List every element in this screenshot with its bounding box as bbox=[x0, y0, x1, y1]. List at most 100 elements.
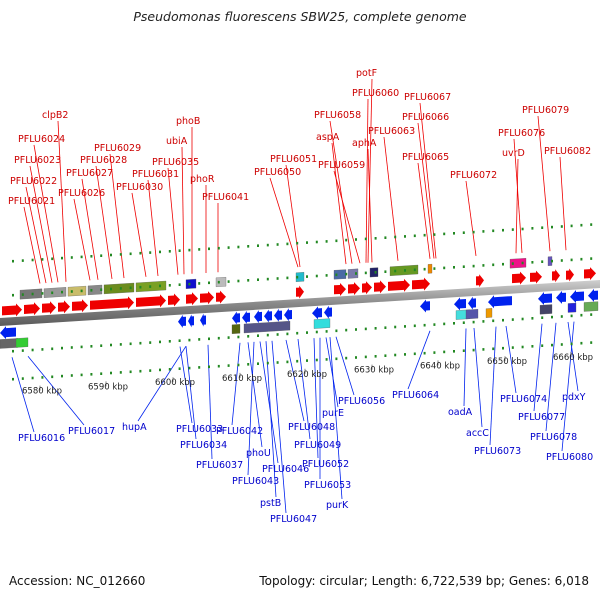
tick-top-outer bbox=[119, 253, 122, 256]
tick-top-inner bbox=[247, 279, 250, 282]
tick-top-inner bbox=[521, 261, 524, 265]
tick-bottom-inner bbox=[139, 341, 142, 345]
tick-bottom-inner bbox=[168, 340, 171, 343]
tick-top-outer bbox=[21, 259, 24, 262]
tick-bottom-outer bbox=[492, 347, 495, 351]
gene-label-top: PFLU6060 bbox=[352, 88, 399, 99]
label-connector bbox=[181, 146, 185, 275]
tick-top-outer bbox=[423, 233, 426, 237]
label-connector bbox=[325, 337, 339, 408]
gene-label-top: phoB bbox=[176, 116, 200, 127]
tick-bottom-outer bbox=[90, 373, 93, 376]
tick-top-inner bbox=[70, 290, 73, 293]
tick-top-outer bbox=[12, 259, 14, 263]
domain-box-bottom bbox=[231, 324, 241, 334]
tick-top-inner bbox=[541, 260, 544, 263]
reverse-gene-arrow bbox=[274, 308, 282, 322]
domain-box-top bbox=[427, 263, 433, 274]
tick-bottom-outer bbox=[296, 359, 299, 363]
tick-top-inner bbox=[61, 290, 63, 294]
label-connector bbox=[25, 186, 47, 284]
tick-top-inner bbox=[502, 262, 504, 266]
tick-bottom-outer bbox=[61, 374, 63, 378]
tick-top-inner bbox=[217, 280, 220, 284]
label-connector bbox=[73, 198, 91, 281]
tick-top-outer bbox=[296, 241, 299, 245]
reverse-gene-arrow bbox=[454, 297, 466, 311]
tick-bottom-outer bbox=[198, 366, 201, 369]
tick-bottom-outer bbox=[423, 351, 426, 355]
tick-top-inner bbox=[570, 258, 573, 262]
tick-top-inner bbox=[41, 292, 44, 295]
tick-top-inner bbox=[178, 283, 181, 286]
tick-top-outer bbox=[149, 251, 152, 254]
label-connector bbox=[473, 327, 483, 428]
tick-bottom-outer bbox=[384, 354, 387, 357]
tick-top-inner bbox=[198, 282, 201, 285]
tick-bottom-inner bbox=[21, 349, 24, 352]
tick-bottom-inner bbox=[521, 317, 524, 321]
tick-bottom-outer bbox=[168, 368, 171, 371]
domain-box-top bbox=[347, 268, 359, 279]
tick-top-outer bbox=[492, 229, 495, 233]
tick-bottom-inner bbox=[502, 318, 504, 322]
tick-top-inner bbox=[511, 262, 514, 265]
gene-label-bottom: PFLU6073 bbox=[474, 446, 521, 457]
kbp-label: 6660 kbp bbox=[553, 353, 593, 363]
tick-top-outer bbox=[110, 253, 112, 257]
tick-bottom-outer bbox=[404, 353, 406, 356]
tick-bottom-inner bbox=[472, 320, 475, 324]
tick-top-outer bbox=[315, 240, 318, 244]
tick-top-outer bbox=[335, 239, 338, 243]
gene-label-bottom: PFLU6048 bbox=[288, 422, 335, 433]
forward-gene-arrow bbox=[296, 285, 304, 299]
gene-label-top: PFLU6050 bbox=[254, 167, 301, 178]
tick-top-outer bbox=[355, 238, 357, 241]
tick-bottom-outer bbox=[159, 368, 161, 372]
tick-top-inner bbox=[21, 293, 24, 296]
gene-label-top: PFLU6027 bbox=[66, 168, 113, 179]
tick-bottom-inner bbox=[306, 331, 308, 334]
tick-bottom-inner bbox=[31, 348, 34, 352]
gene-label-top: PFLU6023 bbox=[14, 155, 61, 166]
tick-top-outer bbox=[472, 230, 475, 234]
tick-bottom-inner bbox=[453, 322, 455, 325]
tick-bottom-inner bbox=[257, 334, 259, 337]
forward-gene-arrow bbox=[72, 299, 88, 313]
tick-bottom-inner bbox=[551, 315, 553, 319]
tick-top-outer bbox=[511, 228, 514, 231]
reverse-gene-arrow bbox=[538, 292, 552, 305]
tick-top-outer bbox=[100, 254, 103, 257]
forward-gene-arrow bbox=[512, 271, 526, 285]
gene-label-bottom: PFLU6053 bbox=[304, 480, 351, 491]
tick-top-inner bbox=[472, 264, 475, 268]
tick-bottom-outer bbox=[51, 375, 54, 379]
tick-top-inner bbox=[31, 292, 34, 296]
tick-top-outer bbox=[531, 227, 534, 230]
tick-bottom-inner bbox=[384, 326, 387, 329]
label-connector bbox=[463, 328, 467, 407]
tick-bottom-inner bbox=[482, 320, 485, 323]
tick-top-inner bbox=[257, 278, 259, 281]
genome-title: Pseudomonas fluorescens SBW25, complete … bbox=[133, 9, 467, 24]
tick-top-inner bbox=[129, 286, 132, 290]
tick-top-inner bbox=[119, 287, 122, 290]
label-connector bbox=[207, 344, 213, 460]
label-connector bbox=[81, 178, 99, 280]
tick-bottom-inner bbox=[570, 314, 573, 318]
gene-label-bottom: hupA bbox=[122, 422, 147, 433]
reverse-gene-arrow bbox=[588, 288, 598, 302]
tick-top-outer bbox=[580, 223, 583, 227]
gene-label-top: PFLU6079 bbox=[522, 105, 569, 116]
tick-bottom-inner bbox=[394, 325, 397, 329]
tick-top-inner bbox=[100, 288, 103, 291]
tick-top-inner bbox=[80, 289, 83, 293]
tick-top-outer bbox=[168, 250, 171, 253]
label-connector bbox=[271, 340, 287, 514]
label-connector bbox=[297, 339, 311, 440]
gene-label-top: PFLU6029 bbox=[94, 143, 141, 154]
gene-label-bottom: pdxY bbox=[562, 392, 586, 403]
domain-box-bottom bbox=[15, 337, 29, 348]
domain-box-top bbox=[185, 278, 197, 289]
